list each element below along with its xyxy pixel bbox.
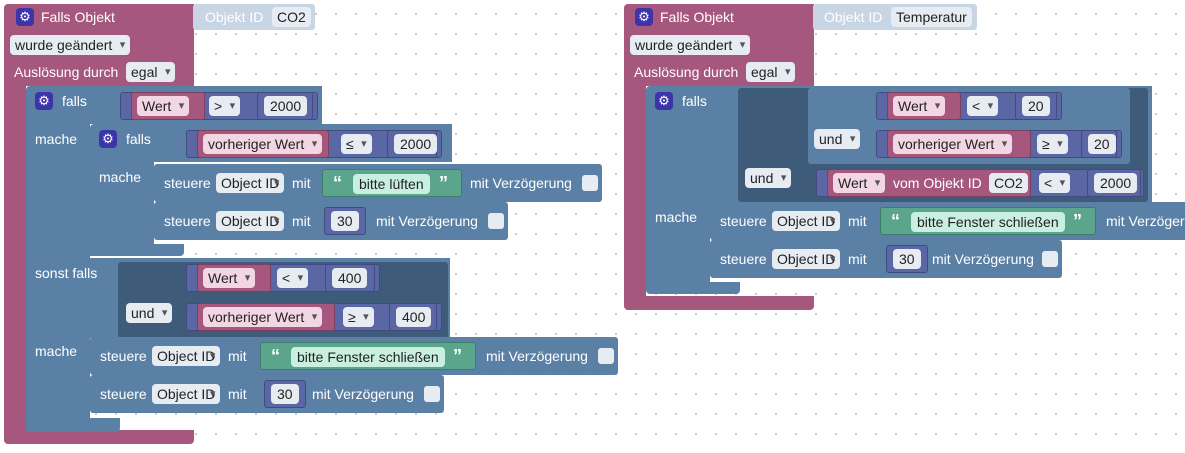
object-id-field[interactable]: CO2 — [989, 173, 1028, 193]
gear-icon[interactable]: ⚙ — [655, 92, 673, 110]
quote-close: ” — [1073, 211, 1082, 231]
with-label: mit — [228, 348, 247, 364]
control-label: steuere — [720, 213, 767, 229]
gear-icon[interactable]: ⚙ — [99, 130, 117, 148]
trigger-by-label: Auslösung durch — [14, 64, 119, 80]
var-dropdown[interactable]: vorheriger Wert — [893, 134, 1013, 154]
delay-label: mit Verzögerung — [932, 251, 1034, 267]
control-label: steuere — [720, 251, 767, 267]
number-field[interactable]: 30 — [271, 384, 299, 404]
objid-value[interactable]: CO2 — [272, 7, 311, 27]
do-label: mache — [655, 209, 698, 225]
gear-icon[interactable]: ⚙ — [35, 92, 53, 110]
number-field[interactable]: 400 — [332, 268, 368, 288]
trigger-by-dropdown[interactable]: egal — [746, 62, 796, 82]
number-field[interactable]: 2000 — [394, 134, 438, 154]
control-action-block[interactable]: steuere Object ID mit 30 mit Verzögerung — [90, 375, 444, 413]
number-field[interactable]: 20 — [1022, 96, 1050, 116]
number-field[interactable]: 2000 — [264, 96, 308, 116]
string-field[interactable]: bitte Fenster schließen — [911, 212, 1065, 232]
var-dropdown[interactable]: Wert — [137, 96, 190, 116]
gear-icon[interactable]: ⚙ — [16, 8, 34, 26]
with-label: mit — [292, 213, 311, 229]
var-dropdown[interactable]: Wert — [833, 173, 886, 193]
delay-checkbox[interactable] — [1042, 251, 1058, 267]
objid-label: Objekt ID — [824, 9, 883, 25]
string-field[interactable]: bitte lüften — [353, 174, 430, 194]
quote-open: “ — [333, 173, 342, 193]
if-label: falls — [62, 93, 87, 109]
var-dropdown[interactable]: Wert — [893, 96, 946, 116]
control-label: steuere — [164, 175, 211, 191]
changed-dropdown[interactable]: wurde geändert — [630, 35, 751, 55]
delay-label: mit Verzögerung — [470, 175, 572, 191]
op-dropdown[interactable]: ≥ — [1037, 134, 1068, 154]
trigger-by-dropdown[interactable]: egal — [126, 62, 176, 82]
control-label: steuere — [100, 348, 147, 364]
trigger-title: Falls Objekt — [41, 9, 115, 25]
with-label: mit — [848, 213, 867, 229]
if-label: falls — [682, 93, 707, 109]
gear-icon[interactable]: ⚙ — [635, 8, 653, 26]
delay-checkbox[interactable] — [488, 213, 504, 229]
op-dropdown[interactable]: < — [277, 268, 309, 288]
var-dropdown[interactable]: vorheriger Wert — [203, 134, 323, 154]
control-action-block[interactable]: steuere Object ID mit “ bitte Fenster sc… — [90, 337, 618, 375]
if-label: falls — [126, 131, 151, 147]
delay-checkbox[interactable] — [424, 386, 440, 402]
op-dropdown[interactable]: < — [967, 96, 999, 116]
number-field[interactable]: 2000 — [1094, 173, 1138, 193]
do-label: mache — [35, 131, 78, 147]
control-label: steuere — [100, 386, 147, 402]
delay-checkbox[interactable] — [582, 175, 598, 191]
with-label: mit — [848, 251, 867, 267]
quote-close: ” — [453, 346, 462, 366]
objid-label: Objekt ID — [205, 9, 264, 25]
with-label: mit — [292, 175, 311, 191]
delay-label: mit Verzögerung — [312, 386, 414, 402]
do-label: mache — [99, 169, 142, 185]
number-field[interactable]: 30 — [893, 249, 921, 269]
number-field[interactable]: 400 — [396, 307, 432, 327]
op-dropdown[interactable]: ≤ — [341, 134, 372, 154]
op-dropdown[interactable]: > — [209, 96, 241, 116]
do-label: mache — [35, 343, 78, 359]
with-label: mit — [228, 386, 247, 402]
string-field[interactable]: bitte Fenster schließen — [291, 347, 445, 367]
else-if-label: sonst falls — [35, 265, 98, 281]
control-action-block[interactable]: steuere Object ID mit “ bitte lüften ” m… — [154, 164, 602, 202]
changed-dropdown[interactable]: wurde geändert — [10, 35, 131, 55]
control-action-block[interactable]: steuere Object ID mit 30 mit Verzögerung — [710, 240, 1062, 278]
number-field[interactable]: 20 — [1088, 134, 1116, 154]
quote-close: ” — [439, 173, 448, 193]
delay-label: mit Verzögerung — [486, 348, 588, 364]
object-id-field[interactable]: Object ID — [216, 173, 285, 193]
quote-open: “ — [891, 211, 900, 231]
control-action-block[interactable]: steuere Object ID mit “ bitte Fenster sc… — [710, 202, 1185, 240]
control-label: steuere — [164, 213, 211, 229]
and-dropdown[interactable]: und — [745, 168, 792, 188]
control-action-block[interactable]: steuere Object ID mit 30 mit Verzögerung — [154, 202, 508, 240]
and-dropdown[interactable]: und — [814, 129, 861, 149]
from-object-label: vom Objekt ID — [893, 175, 982, 191]
op-dropdown[interactable]: < — [1039, 173, 1071, 193]
trigger-by-label: Auslösung durch — [634, 64, 739, 80]
objid-value[interactable]: Temperatur — [891, 7, 972, 27]
quote-open: “ — [271, 346, 280, 366]
op-dropdown[interactable]: ≥ — [343, 307, 374, 327]
object-id-field[interactable]: Object ID — [772, 249, 841, 269]
delay-checkbox[interactable] — [598, 348, 614, 364]
object-id-field[interactable]: Object ID — [152, 384, 221, 404]
delay-label: mit Verzögerung — [1106, 213, 1185, 229]
trigger-title: Falls Objekt — [660, 9, 734, 25]
var-dropdown[interactable]: Wert — [203, 268, 256, 288]
delay-label: mit Verzögerung — [376, 213, 478, 229]
object-id-field[interactable]: Object ID — [216, 211, 285, 231]
object-id-field[interactable]: Object ID — [152, 346, 221, 366]
and-dropdown[interactable]: und — [126, 303, 173, 323]
object-id-field[interactable]: Object ID — [772, 211, 841, 231]
number-field[interactable]: 30 — [331, 211, 359, 231]
var-dropdown[interactable]: vorheriger Wert — [203, 307, 323, 327]
